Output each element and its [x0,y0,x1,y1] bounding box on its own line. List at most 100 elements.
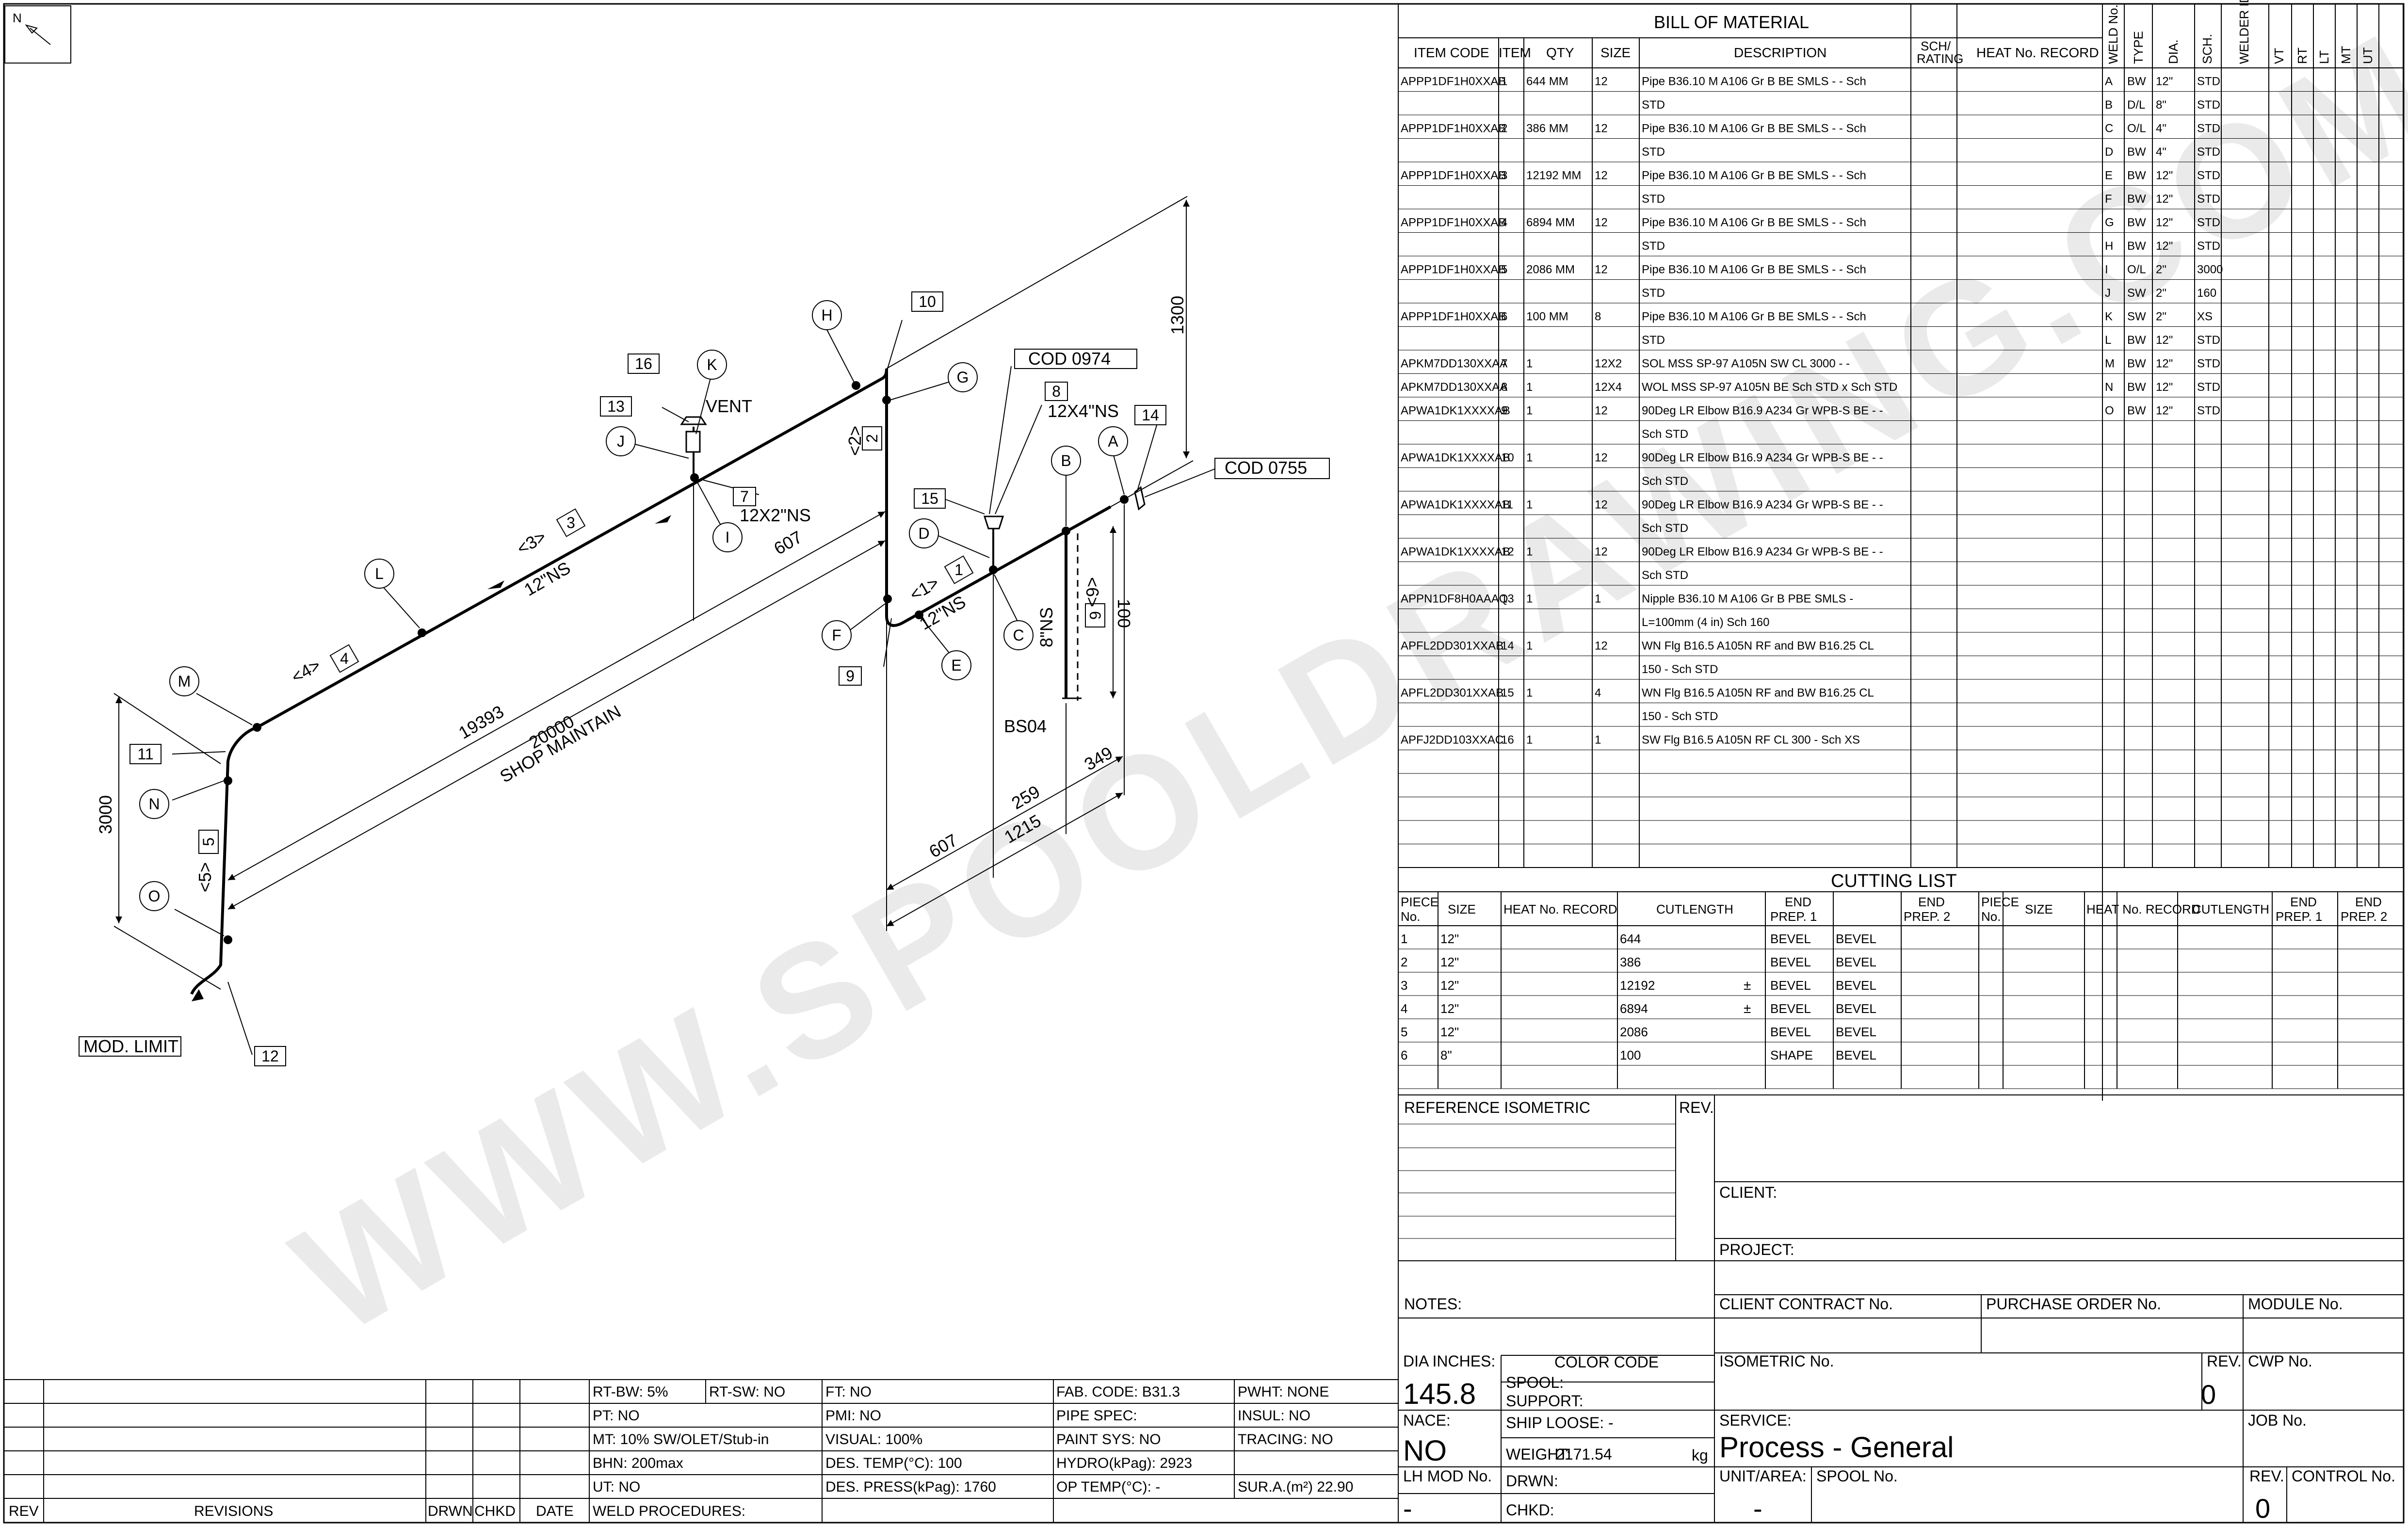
olet-12x4-label: 12X4"NS [1048,401,1119,421]
cutting-header: SIZE [1448,902,1476,916]
bom-size: 12 [1595,75,1608,88]
svg-text:10: 10 [919,293,936,310]
cut-end-prep-1: BEVEL [1770,1001,1811,1016]
spec-paint: PAINT SYS: NO [1056,1431,1161,1447]
bom-item-no: 12 [1501,546,1514,559]
bom-item-code: APFL2DD301XXAB [1401,687,1503,700]
cutting-header: PREP. 2 [1904,909,1950,924]
isometric-rev-value: 0 [2201,1379,2216,1410]
item-tag-2: 2 [862,426,882,450]
title-block: REFERENCE ISOMETRIC REV. CLIENT: PROJECT… [1398,1094,2403,1524]
weld-no: G [2105,216,2114,229]
weld-dia: 2" [2156,310,2166,323]
bom-size: 4 [1595,687,1601,700]
spec-mt: MT: 10% SW/OLET/Stub-in [593,1431,769,1447]
item-tag-16: 16 [628,354,660,374]
dia-inches-label: DIA INCHES: [1403,1352,1495,1370]
spool-no-label: SPOOL No. [1816,1467,1898,1485]
weld-type: BW [2127,240,2146,253]
dim-607-top: 607 [771,527,806,559]
bom-size: 12 [1595,498,1608,512]
bom-description: L=100mm (4 in) Sch 160 [1642,616,1769,629]
bom-item-code: APWA1DK1XXXXAB [1401,498,1510,512]
svg-text:12: 12 [261,1047,279,1065]
weld-no: E [2105,169,2113,182]
svg-text:C: C [1013,627,1024,644]
bom-description: WN Flg B16.5 A105N RF and BW B16.25 CL [1642,687,1874,700]
cut-size: 8" [1440,1048,1452,1062]
cut-end-prep-1: BEVEL [1770,978,1811,993]
spec-tracing: TRACING: NO [1238,1431,1333,1447]
cut-end-prep-1: BEVEL [1770,955,1811,969]
bom-qty: 100 MM [1526,310,1568,323]
chkd-col-header: CHKD [474,1503,516,1519]
bom-header: HEAT No. RECORD [1976,45,2099,60]
weld-no: L [2105,334,2111,347]
weld-type: O/L [2127,122,2146,135]
weld-no: B [2105,98,2113,112]
dimension-lines [113,196,1194,990]
bom-row: STD [1642,98,1665,112]
bom-description: 90Deg LR Elbow B16.9 A234 Gr WPB-S BE - … [1642,498,1883,512]
weld-no: A [2105,75,2113,88]
bom-description: STD [1642,98,1665,112]
weld-e: E [941,650,971,680]
weld-type: BW [2127,334,2146,347]
bom-item-code: APWA1DK1XXXXAB [1401,451,1510,465]
segment-2: <2> [845,426,865,456]
weld-no: K [2105,310,2113,323]
cut-piece: 4 [1401,1001,1407,1016]
weld-f: F [822,620,852,650]
bom-row: Sch STD [1642,475,1688,488]
weld-dia: 12" [2156,334,2173,347]
bom-description: Pipe B36.10 M A106 Gr B BE SMLS - - Sch [1642,169,1866,182]
weld-dia: 12" [2156,169,2173,182]
cut-piece: 5 [1401,1025,1407,1039]
spool-color-label: SPOOL: [1506,1374,1564,1391]
cut-tolerance: ± [1744,1001,1751,1016]
svg-text:5: 5 [200,837,217,846]
cut-length: 6894 [1620,1001,1648,1016]
bom-header: SIZE [1600,45,1631,60]
cutting-header: END [2290,895,2317,909]
bom-description: SOL MSS SP-97 A105N SW CL 3000 - - [1642,357,1850,370]
purchase-order-label: PURCHASE ORDER No. [1986,1295,2161,1313]
weld-no: M [2105,357,2115,370]
cutting-header: HEAT No. RECORD [1503,902,1617,916]
unit-area-value: - [1753,1493,1762,1524]
notes-label: NOTES: [1404,1295,1462,1313]
cut-end-prep-2: BEVEL [1836,932,1876,946]
cut-size: 12" [1440,932,1459,946]
segment-4: <4> [288,655,324,687]
bom-item-code: APPP1DF1H0XXAB [1401,169,1506,182]
weld-dia: 2" [2156,263,2166,276]
cut-end-prep-1: SHAPE [1770,1048,1813,1062]
cut-end-prep-2: BEVEL [1836,978,1876,993]
ship-loose-label: SHIP LOOSE: - [1506,1414,1614,1431]
svg-text:I: I [726,529,730,546]
bom-size: 1 [1595,734,1601,747]
weld-no: C [2105,122,2113,135]
lh-mod-value: - [1403,1493,1412,1524]
bom-qty: 12192 MM [1526,169,1581,182]
weld-h: H [812,300,842,330]
bom-description: Sch STD [1642,522,1688,535]
item-tags: 1 2 3 4 5 6 7 8 9 10 11 12 13 14 15 16 [129,291,1166,1066]
weld-k: K [697,350,727,380]
item-tag-5: 5 [198,830,219,854]
cut-length: 386 [1620,955,1641,969]
item-tag-6: 6 [1085,603,1105,627]
bom-description: STD [1642,240,1665,253]
bom-row: Sch STD [1642,569,1688,582]
bom-row: STD [1642,240,1665,253]
bom-description: Pipe B36.10 M A106 Gr B BE SMLS - - Sch [1642,122,1866,135]
